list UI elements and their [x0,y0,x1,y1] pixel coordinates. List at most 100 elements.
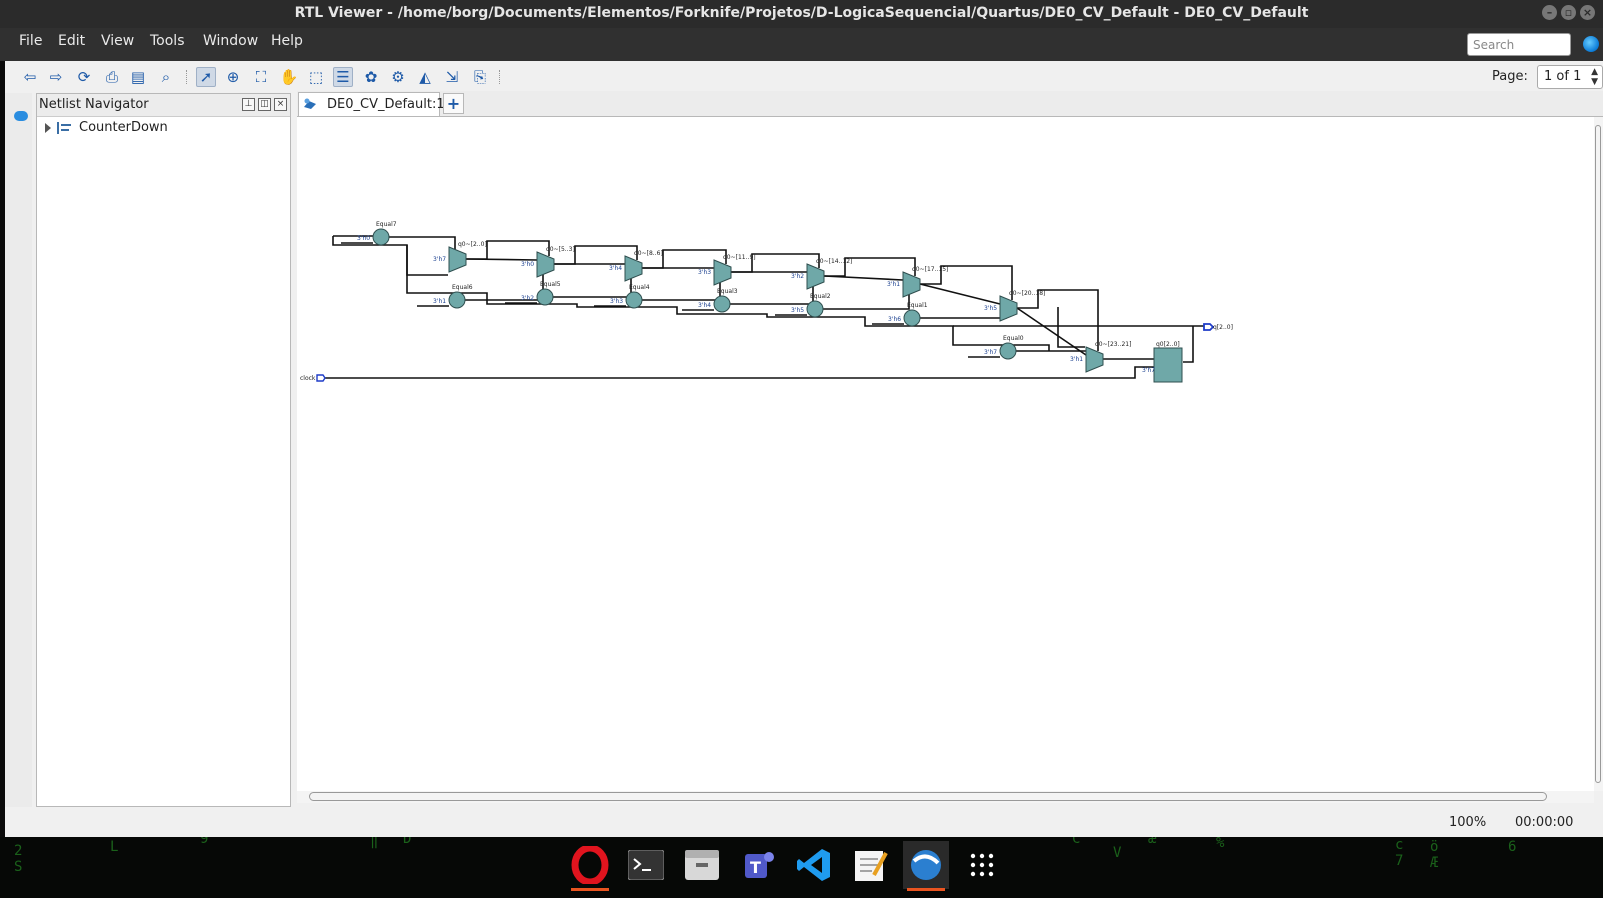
print-icon[interactable]: ⎙ [105,68,118,86]
settings-icon[interactable]: ⚙ [391,68,405,86]
close-icon[interactable]: × [274,98,287,111]
menu-tools[interactable]: Tools [150,33,185,49]
teams-icon[interactable]: T [735,841,781,889]
mux-7[interactable] [999,295,1018,322]
rtl-schematic[interactable]: q0[2..0]3'h7Equal73'h0Equal63'h1Equal53'… [297,117,1594,791]
tab-de0-cv-default[interactable]: DE0_CV_Default:1 [298,92,445,116]
dock: T [567,841,1005,891]
comparator-name: Equal0 [1003,335,1024,342]
netlist-tab-icon [304,98,316,109]
add-tab-button[interactable]: + [443,93,464,114]
menu-edit[interactable]: Edit [58,33,86,49]
comparator-equal2[interactable] [806,300,824,318]
comparator-const: 3'h0 [357,235,370,242]
area-select-icon[interactable]: ⬚ [308,68,324,86]
register-block[interactable] [1153,347,1183,383]
find-icon[interactable]: ⌕ [161,68,171,86]
comparator-equal4[interactable] [625,291,643,309]
tree-item-counterdown[interactable]: CounterDown [45,120,168,135]
zoom-tool-icon[interactable]: ⊕ [226,68,240,86]
comparator-equal6[interactable] [448,291,466,309]
mux-8[interactable] [1085,346,1104,373]
output-label: q[2..0] [1213,324,1233,331]
output-pin[interactable] [1203,323,1215,331]
file-manager-icon[interactable] [679,841,725,889]
comparator-equal5[interactable] [536,288,554,306]
hierarchy-icon[interactable]: ☰ [333,67,353,87]
print-preview-icon[interactable]: ▤ [130,68,146,86]
maximize-button[interactable]: ▫ [1561,5,1576,20]
refresh-icon[interactable]: ⟳ [77,68,91,86]
forward-icon[interactable]: ⇨ [49,68,63,86]
comparator-equal7[interactable] [372,228,390,246]
comparator-equal1[interactable] [903,309,921,327]
clock-pin[interactable] [316,374,326,382]
mux-3[interactable] [624,255,643,282]
filter-icon[interactable]: ◭ [419,68,431,86]
expand-arrow-icon[interactable] [45,122,51,133]
page-select[interactable]: 1 of 1 ▲▼ [1537,65,1603,89]
comparator-equal0[interactable] [999,342,1017,360]
app-grid-icon[interactable] [959,841,1005,889]
mux-const: 3'h2 [791,273,804,280]
mux-6[interactable] [902,271,921,298]
terminal-icon[interactable] [623,841,669,889]
text-editor-icon[interactable] [847,841,893,889]
scroll-thumb[interactable] [1595,125,1601,783]
opera-icon[interactable] [567,841,613,891]
wallpaper-glyph: D [403,837,412,847]
mux-4[interactable] [713,259,732,286]
window-titlebar: RTL Viewer - /home/borg/Documents/Elemen… [0,0,1603,28]
status-bar: 100% 00:00:00 [5,807,1603,837]
mux-name: q0~[8..6] [634,250,663,257]
page-setup-icon[interactable]: ⎘ [473,68,486,86]
menu-view[interactable]: View [101,33,135,49]
tab-label: DE0_CV_Default:1 [327,97,445,112]
comparator-equal3[interactable] [713,295,731,313]
fit-window-icon[interactable]: ⛶ [255,68,267,86]
comparator-name: Equal7 [376,221,397,228]
svg-text:T: T [750,858,761,877]
mux-const: 3'h0 [521,261,534,268]
wallpaper-glyph: ‖ [370,837,379,849]
mux-5[interactable] [806,263,825,290]
hand-tool-icon[interactable]: ✋ [279,68,299,86]
mux-name: q0~[2..0] [458,241,487,248]
mux-name: q0~[17..15] [912,266,948,273]
globe-icon[interactable] [1583,36,1599,52]
export-icon[interactable]: ⇲ [445,68,459,86]
horizontal-scrollbar[interactable] [297,791,1594,803]
menu-help[interactable]: Help [271,33,303,49]
toolbar: ⇦ ⇨ ⟳ ⎙ ▤ ⌕ ➚ ⊕ ⛶ ✋ ⬚ ☰ ✿ ⚙ ◭ ⇲ ⎘ Page: … [5,61,1603,93]
mux-1[interactable] [448,246,467,273]
tab-bar: DE0_CV_Default:1 + [297,91,1603,117]
pin-icon[interactable]: ⊥ [242,98,255,111]
toolbar-separator [499,70,501,84]
comparator-const: 3'h3 [610,298,623,305]
quartus-icon[interactable] [903,841,949,891]
minimize-button[interactable]: – [1542,5,1557,20]
select-tool-icon[interactable]: ➚ [196,67,216,87]
search-input[interactable]: Search altera.c... [1467,33,1571,75]
scroll-thumb[interactable] [309,792,1547,801]
comparator-const: 3'h6 [888,316,901,323]
vscode-icon[interactable] [791,841,837,889]
back-icon[interactable]: ⇦ [23,68,37,86]
spinner-icon[interactable]: ▲▼ [1591,67,1598,87]
color-palette-icon[interactable]: ✿ [364,68,378,86]
comparator-name: Equal6 [452,284,473,291]
chat-icon[interactable] [14,111,28,121]
menu-window[interactable]: Window [203,33,259,49]
mux-const: 3'h1 [1070,356,1083,363]
vertical-scrollbar[interactable] [1594,117,1603,791]
comparator-const: 3'h4 [698,302,711,309]
wallpaper-glyph: L [110,839,119,855]
float-icon[interactable]: ◫ [258,98,271,111]
side-strip [5,93,32,807]
close-button[interactable]: × [1580,5,1595,20]
menu-file[interactable]: File [19,33,43,49]
mux-const: 3'h5 [984,305,997,312]
mux-2[interactable] [536,251,555,278]
